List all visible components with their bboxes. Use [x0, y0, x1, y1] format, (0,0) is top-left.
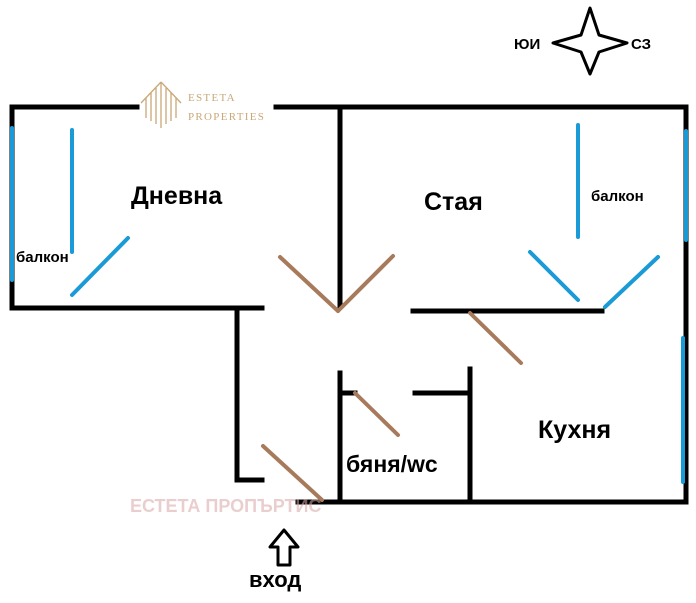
logo-line2: PROPERTIES: [188, 111, 265, 123]
room-label-balcony-left: балкон: [16, 249, 69, 266]
door-bath: [353, 391, 400, 437]
room-label-kitchen: Кухня: [538, 416, 611, 444]
balcony-door-left: [70, 236, 130, 297]
watermark: ЕСТЕТА ПРОПЪРТИС: [130, 496, 321, 516]
balcony-door-right-b: [603, 255, 660, 309]
compass: ЮИ СЗ: [514, 6, 651, 76]
door-room: [336, 254, 395, 313]
doors: [261, 254, 523, 502]
door-living: [278, 255, 340, 313]
up-arrow-icon: [268, 528, 300, 567]
room-label-living: Дневна: [131, 182, 223, 210]
walls: [9, 104, 689, 505]
logo-line1: ESTETA: [188, 92, 236, 104]
room-label-room: Стая: [424, 188, 483, 216]
compass-right-label: СЗ: [631, 36, 651, 53]
compass-star-icon: [551, 6, 629, 76]
windows: [10, 123, 688, 484]
room-label-balcony-right: балкон: [591, 188, 644, 205]
room-label-bath: бяня/wc: [346, 451, 438, 477]
esteta-logo: ESTETA PROPERTIES: [140, 81, 265, 128]
door-entrance: [261, 444, 324, 502]
entrance-label: вход: [249, 567, 301, 592]
balcony-door-right-a: [528, 250, 580, 302]
compass-left-label: ЮИ: [514, 36, 540, 53]
door-kitchen: [468, 311, 523, 365]
building-logo-icon: [140, 81, 182, 128]
